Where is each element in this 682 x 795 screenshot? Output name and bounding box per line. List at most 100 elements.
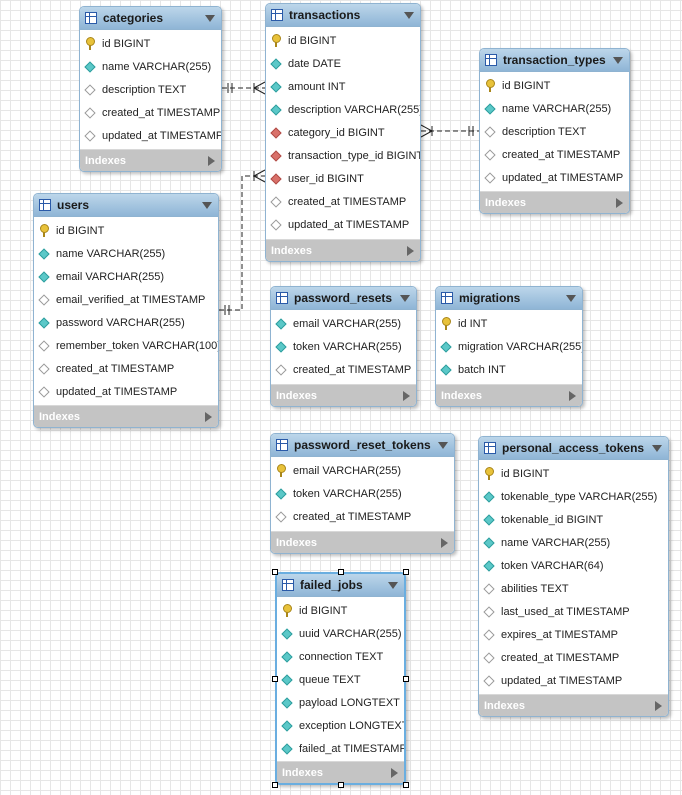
selection-resize-handle[interactable] xyxy=(337,569,344,575)
table-header[interactable]: migrations xyxy=(436,287,582,310)
column-row[interactable]: batch INT xyxy=(436,358,582,381)
indexes-section[interactable]: Indexes xyxy=(277,761,404,783)
expand-triangle-icon[interactable] xyxy=(616,197,623,208)
column-row[interactable]: created_at TIMESTAMP xyxy=(34,357,218,380)
relationship-transaction-types-connector[interactable] xyxy=(420,124,479,138)
column-row[interactable]: updated_at TIMESTAMP xyxy=(34,380,218,403)
column-row[interactable]: email VARCHAR(255) xyxy=(271,312,416,335)
column-row[interactable]: id BIGINT xyxy=(277,599,404,622)
column-row[interactable]: expires_at TIMESTAMP xyxy=(479,623,668,646)
expand-triangle-icon[interactable] xyxy=(391,767,398,778)
column-row[interactable]: id BIGINT xyxy=(480,74,629,97)
column-row[interactable]: email VARCHAR(255) xyxy=(271,459,454,482)
collapse-triangle-icon[interactable] xyxy=(202,201,212,209)
column-row[interactable]: category_id BIGINT xyxy=(266,121,420,144)
column-row[interactable]: token VARCHAR(255) xyxy=(271,482,454,505)
column-row[interactable]: queue TEXT xyxy=(277,668,404,691)
expand-triangle-icon[interactable] xyxy=(441,537,448,548)
indexes-section[interactable]: Indexes xyxy=(271,384,416,406)
table-header[interactable]: categories xyxy=(80,7,221,30)
column-row[interactable]: updated_at TIMESTAMP xyxy=(479,669,668,692)
column-row[interactable]: user_id BIGINT xyxy=(266,167,420,190)
column-row[interactable]: name VARCHAR(255) xyxy=(480,97,629,120)
expand-triangle-icon[interactable] xyxy=(205,411,212,422)
table-header[interactable]: password_reset_tokens xyxy=(271,434,454,457)
column-row[interactable]: created_at TIMESTAMP xyxy=(271,505,454,528)
column-row[interactable]: abilities TEXT xyxy=(479,577,668,600)
column-row[interactable]: name VARCHAR(255) xyxy=(34,242,218,265)
column-row[interactable]: transaction_type_id BIGINT xyxy=(266,144,420,167)
expand-triangle-icon[interactable] xyxy=(407,245,414,256)
column-row[interactable]: name VARCHAR(255) xyxy=(80,55,221,78)
collapse-triangle-icon[interactable] xyxy=(613,56,623,64)
relationship-categories-connector[interactable] xyxy=(222,81,266,95)
collapse-triangle-icon[interactable] xyxy=(652,444,662,452)
column-row[interactable]: id BIGINT xyxy=(34,219,218,242)
selection-resize-handle[interactable] xyxy=(337,782,344,788)
column-row[interactable]: tokenable_type VARCHAR(255) xyxy=(479,485,668,508)
column-row[interactable]: migration VARCHAR(255) xyxy=(436,335,582,358)
expand-triangle-icon[interactable] xyxy=(569,390,576,401)
collapse-triangle-icon[interactable] xyxy=(400,294,410,302)
collapse-triangle-icon[interactable] xyxy=(388,581,398,589)
collapse-triangle-icon[interactable] xyxy=(566,294,576,302)
column-row[interactable]: description TEXT xyxy=(80,78,221,101)
column-row[interactable]: description TEXT xyxy=(480,120,629,143)
column-row[interactable]: created_at TIMESTAMP xyxy=(479,646,668,669)
expand-triangle-icon[interactable] xyxy=(403,390,410,401)
column-row[interactable]: created_at TIMESTAMP xyxy=(80,101,221,124)
column-row[interactable]: amount INT xyxy=(266,75,420,98)
column-row[interactable]: token VARCHAR(255) xyxy=(271,335,416,358)
column-row[interactable]: created_at TIMESTAMP xyxy=(271,358,416,381)
column-row[interactable]: created_at TIMESTAMP xyxy=(480,143,629,166)
expand-triangle-icon[interactable] xyxy=(208,155,215,166)
column-row[interactable]: updated_at TIMESTAMP xyxy=(80,124,221,147)
selection-resize-handle[interactable] xyxy=(403,675,409,682)
selection-resize-handle[interactable] xyxy=(403,569,409,575)
indexes-section[interactable]: Indexes xyxy=(266,239,420,261)
column-row[interactable]: email_verified_at TIMESTAMP xyxy=(34,288,218,311)
column-row[interactable]: payload LONGTEXT xyxy=(277,691,404,714)
column-row[interactable]: failed_at TIMESTAMP xyxy=(277,737,404,760)
column-row[interactable]: name VARCHAR(255) xyxy=(479,531,668,554)
column-row[interactable]: tokenable_id BIGINT xyxy=(479,508,668,531)
table-header[interactable]: password_resets xyxy=(271,287,416,310)
collapse-triangle-icon[interactable] xyxy=(404,11,414,19)
column-row[interactable]: email VARCHAR(255) xyxy=(34,265,218,288)
indexes-section[interactable]: Indexes xyxy=(436,384,582,406)
relationship-users-connector[interactable] xyxy=(219,169,266,315)
table-header[interactable]: users xyxy=(34,194,218,217)
indexes-section[interactable]: Indexes xyxy=(34,405,218,427)
selection-resize-handle[interactable] xyxy=(272,569,278,575)
column-row[interactable]: id INT xyxy=(436,312,582,335)
column-row[interactable]: connection TEXT xyxy=(277,645,404,668)
column-row[interactable]: token VARCHAR(64) xyxy=(479,554,668,577)
column-row[interactable]: exception LONGTEXT xyxy=(277,714,404,737)
column-row[interactable]: last_used_at TIMESTAMP xyxy=(479,600,668,623)
column-row[interactable]: date DATE xyxy=(266,52,420,75)
selection-resize-handle[interactable] xyxy=(272,675,278,682)
indexes-section[interactable]: Indexes xyxy=(271,531,454,553)
column-row[interactable]: updated_at TIMESTAMP xyxy=(266,213,420,236)
column-row[interactable]: created_at TIMESTAMP xyxy=(266,190,420,213)
indexes-section[interactable]: Indexes xyxy=(80,149,221,171)
column-row[interactable]: updated_at TIMESTAMP xyxy=(480,166,629,189)
table-header[interactable]: failed_jobs xyxy=(277,574,404,597)
column-row[interactable]: id BIGINT xyxy=(479,462,668,485)
selection-resize-handle[interactable] xyxy=(272,782,278,788)
column-row[interactable]: password VARCHAR(255) xyxy=(34,311,218,334)
table-header[interactable]: transactions xyxy=(266,4,420,27)
column-row[interactable]: uuid VARCHAR(255) xyxy=(277,622,404,645)
column-row[interactable]: remember_token VARCHAR(100) xyxy=(34,334,218,357)
table-header[interactable]: personal_access_tokens xyxy=(479,437,668,460)
selection-resize-handle[interactable] xyxy=(403,782,409,788)
table-header[interactable]: transaction_types xyxy=(480,49,629,72)
expand-triangle-icon[interactable] xyxy=(655,700,662,711)
